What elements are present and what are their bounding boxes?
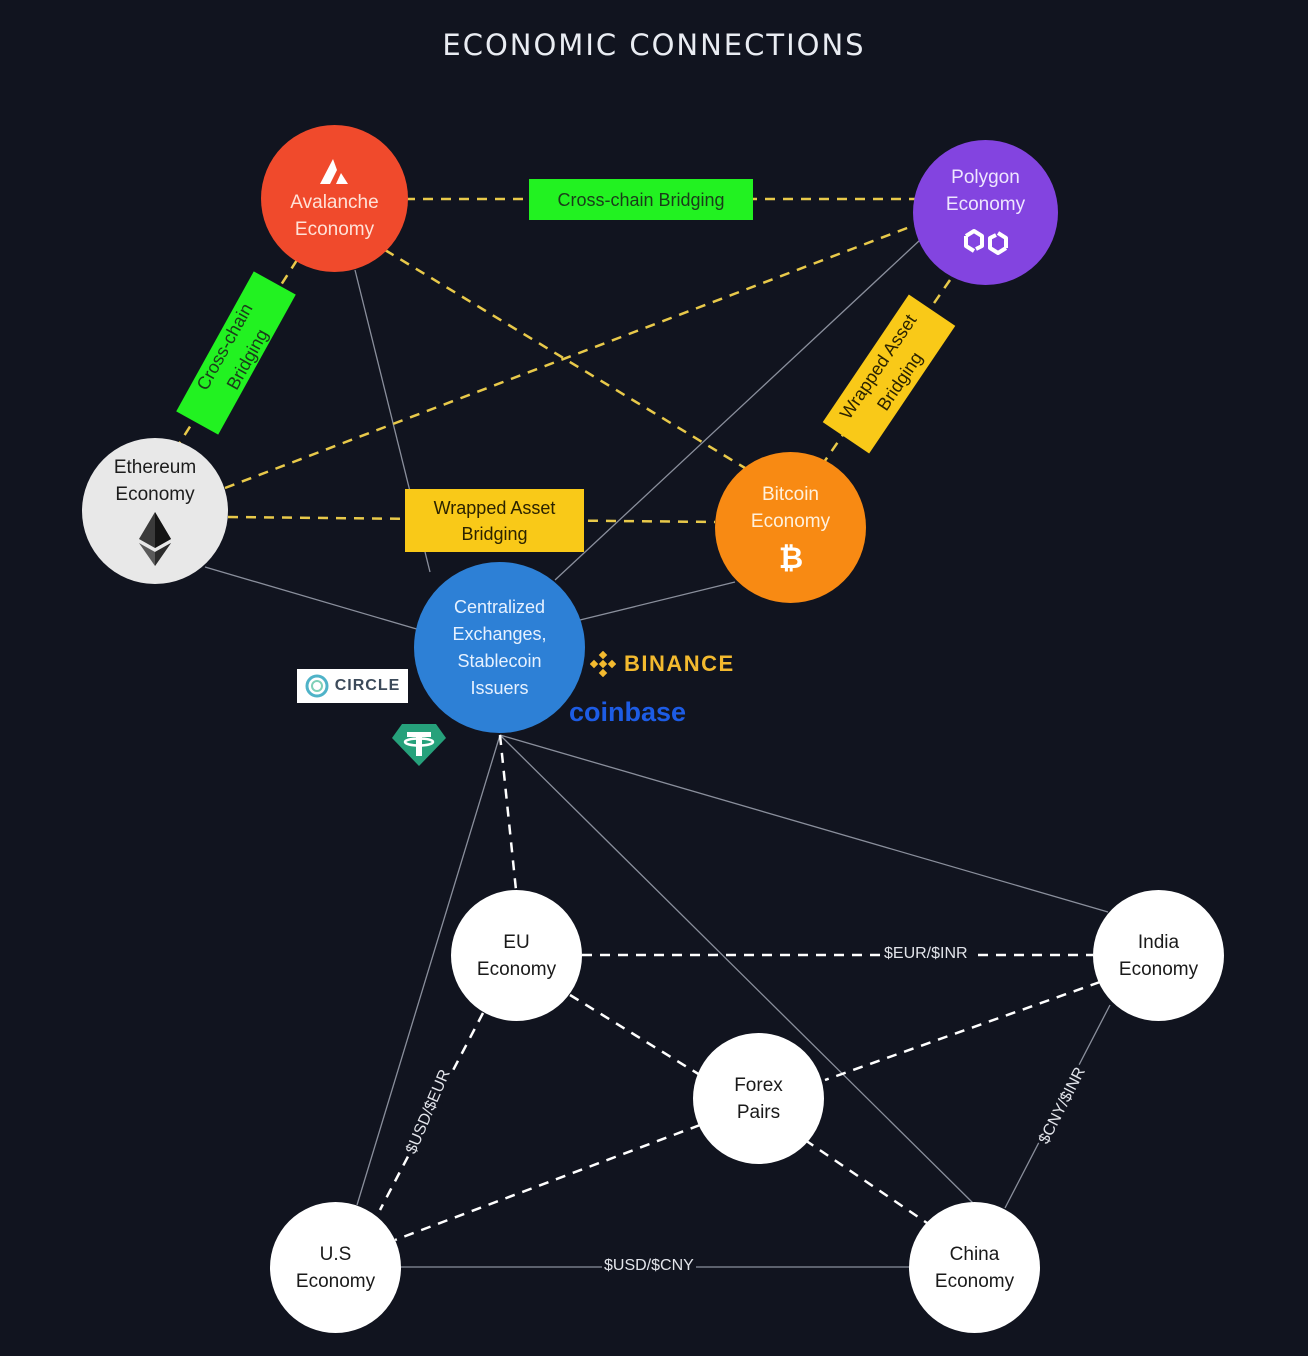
- node-china: China Economy: [909, 1202, 1040, 1333]
- dash-ethereum-polygon: [224, 223, 916, 490]
- ethereum-label: Ethereum Economy: [113, 457, 197, 505]
- page-title: ECONOMIC CONNECTIONS: [442, 28, 866, 62]
- dash-forex-us: [394, 1123, 701, 1242]
- node-bitcoin: Bitcoin Economy ₿: [715, 452, 866, 603]
- binance-icon: [590, 651, 616, 677]
- polygon-label: Polygon Economy: [945, 166, 1026, 215]
- edge-label-eur-inr: $EUR/$INR: [882, 945, 970, 963]
- binance-logo-text: BINANCE: [624, 651, 735, 676]
- dash-avalanche-bitcoin: [384, 248, 746, 470]
- node-polygon: Polygon Economy: [913, 140, 1058, 285]
- bitcoin-label: Bitcoin Economy: [750, 483, 831, 532]
- coinbase-logo: coinbase: [569, 697, 687, 727]
- line-exchanges-india: [499, 734, 1109, 913]
- node-centralized-exchanges: Centralized Exchanges, Stablecoin Issuer…: [414, 562, 585, 733]
- node-eu: EU Economy: [451, 890, 582, 1021]
- line-exchanges-us: [356, 734, 501, 1206]
- edge-label-usd-cny: $USD/$CNY: [602, 1257, 696, 1275]
- eu-label: EU Economy: [476, 931, 557, 980]
- circle-logo: CIRCLE: [297, 669, 408, 703]
- circle-logo-text: CIRCLE: [334, 677, 401, 694]
- node-forex: Forex Pairs: [693, 1033, 824, 1164]
- node-us: U.S Economy: [270, 1202, 401, 1333]
- exchanges-label: Centralized Exchanges, Stablecoin Issuer…: [452, 596, 547, 698]
- node-india: India Economy: [1093, 890, 1224, 1021]
- ethereum-icon: [139, 512, 171, 566]
- china-label: China Economy: [934, 1243, 1015, 1292]
- svg-text:₿: ₿: [778, 541, 802, 575]
- line-polygon-exchanges: [554, 239, 921, 581]
- line-exchanges-china: [499, 734, 976, 1206]
- avalanche-label: Avalanche Economy: [290, 191, 379, 240]
- tag-cross-chain-top: Cross-chain Bridging: [529, 179, 753, 220]
- dash-eu-forex: [569, 993, 701, 1077]
- line-ethereum-exchanges: [204, 566, 421, 631]
- dash-forex-china: [804, 1138, 931, 1227]
- avalanche-icon: [319, 158, 348, 184]
- forex-label: Forex Pairs: [734, 1074, 783, 1123]
- tag-wrapped-asset-center: Wrapped Asset Bridging: [405, 489, 584, 552]
- us-label: U.S Economy: [295, 1243, 376, 1292]
- tether-icon: [392, 724, 446, 766]
- node-ethereum: Ethereum Economy: [82, 438, 228, 584]
- binance-logo: BINANCE: [590, 651, 735, 677]
- line-bitcoin-exchanges: [579, 581, 736, 621]
- bitcoin-icon: ₿: [778, 541, 802, 575]
- india-label: India Economy: [1118, 931, 1199, 980]
- node-avalanche: Avalanche Economy: [261, 125, 408, 272]
- dash-exchanges-eu: [498, 734, 518, 891]
- circle-icon: [305, 674, 329, 698]
- polygon-icon: [963, 228, 1008, 255]
- dash-india-forex: [824, 980, 1101, 1082]
